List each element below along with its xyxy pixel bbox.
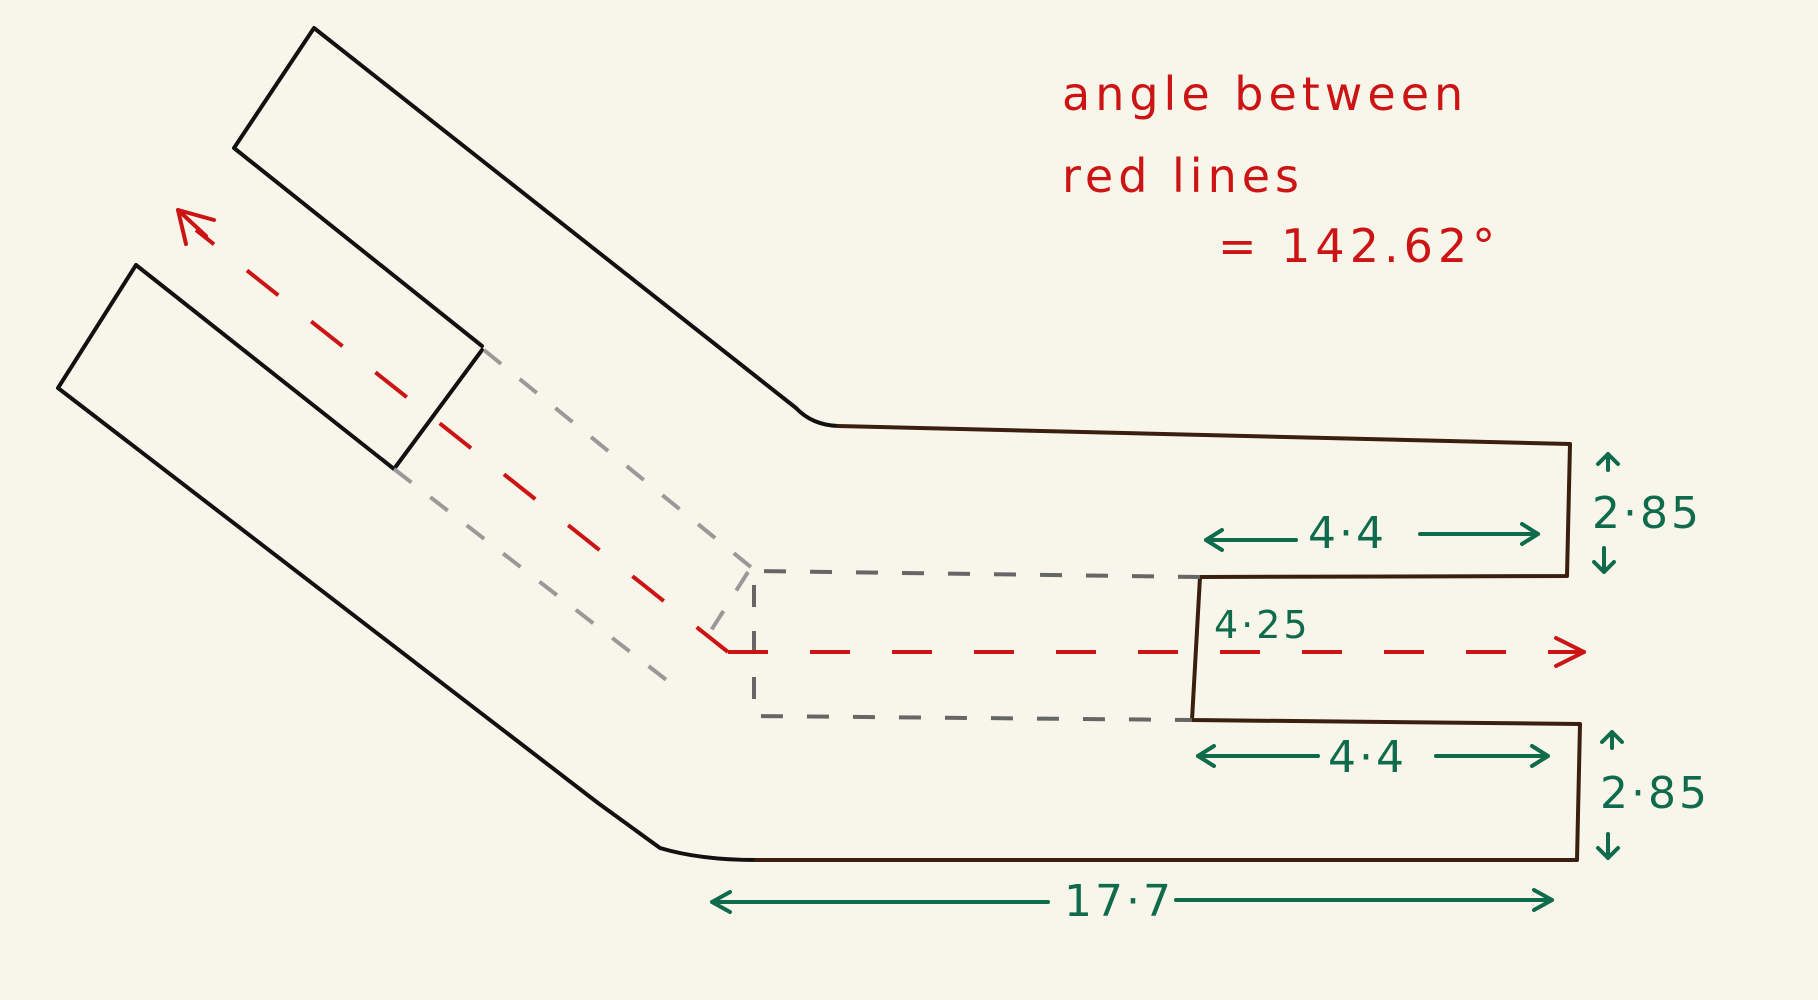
lower-prong-dimension-arrow bbox=[1596, 730, 1624, 860]
angle-note-value: = 142.62° bbox=[1218, 219, 1500, 273]
angled-axis-arrowhead bbox=[176, 208, 216, 246]
upper-slot-dimension-arrow bbox=[1204, 522, 1540, 552]
hidden-edge-lower bbox=[392, 467, 684, 694]
angled-axis-line bbox=[194, 228, 730, 654]
lower-slot-dimension-arrow bbox=[1196, 744, 1550, 768]
straight-section-outline bbox=[754, 424, 1582, 862]
upper-prong-dimension-arrow bbox=[1592, 452, 1620, 574]
arm-cut-line bbox=[392, 348, 484, 471]
total-length-dimension-arrow bbox=[710, 888, 1554, 914]
horizontal-axis-arrowhead bbox=[1554, 636, 1586, 668]
hidden-edge-joint bbox=[698, 570, 750, 650]
total-length-dimension-label: 17·7 bbox=[1064, 876, 1174, 927]
upper-prong-dimension-label: 2·85 bbox=[1592, 488, 1702, 539]
upper-arm-outline bbox=[232, 26, 840, 428]
lower-prong-dimension-label: 2·85 bbox=[1600, 768, 1710, 819]
lower-arm-outline bbox=[56, 263, 758, 862]
gap-dimension-label: 4·25 bbox=[1214, 603, 1311, 647]
angle-note-line2: red lines bbox=[1062, 149, 1304, 203]
hidden-edge-upper bbox=[482, 348, 754, 570]
upper-slot-dimension-label: 4·4 bbox=[1308, 508, 1387, 559]
lower-slot-dimension-label: 4·4 bbox=[1328, 732, 1407, 783]
angle-note-line1: angle between bbox=[1062, 67, 1468, 121]
hidden-slot-outline bbox=[752, 568, 1201, 722]
